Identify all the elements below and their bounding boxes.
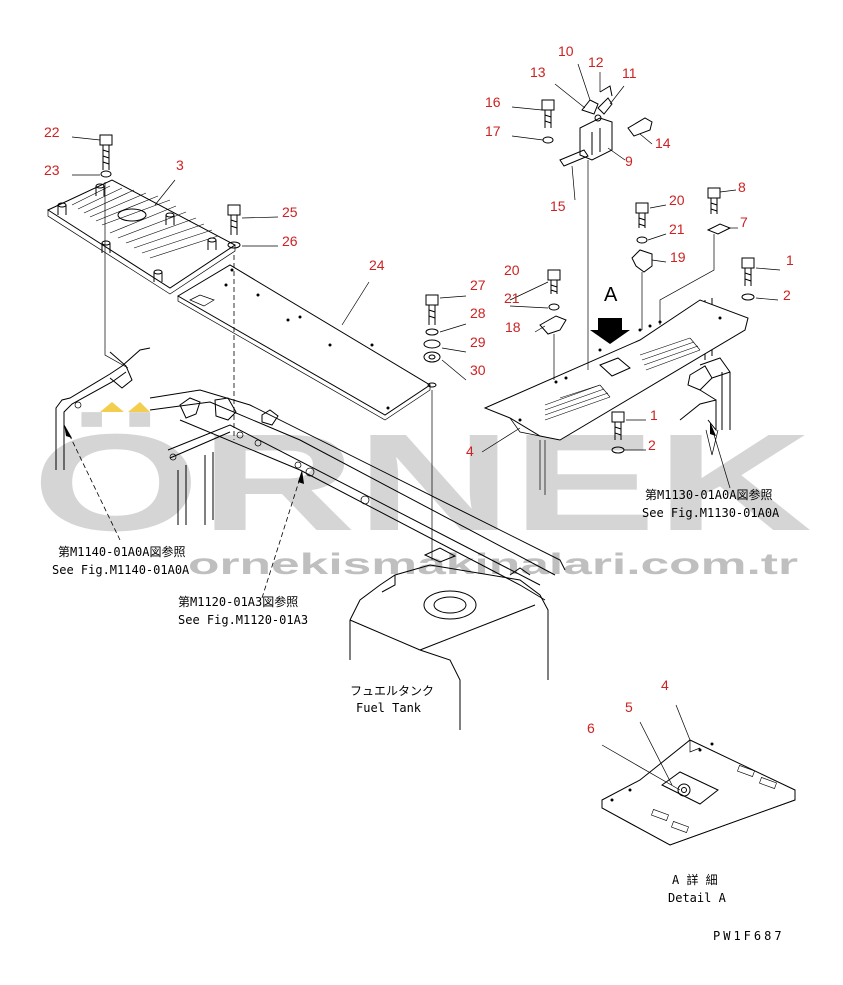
part-number-p15: 15 (550, 198, 566, 214)
part-number-p2a: 2 (783, 287, 791, 303)
part-number-p1b: 1 (650, 407, 658, 423)
ref-m1140-jp: 第M1140-01A0A図参照 (58, 544, 185, 559)
part-number-p18: 18 (505, 319, 521, 335)
ref-m1130-en: See Fig.M1130-01A0A (642, 506, 780, 520)
part-number-p22: 22 (44, 124, 60, 140)
part-number-p23: 23 (44, 162, 60, 178)
part-number-p17: 17 (485, 123, 501, 139)
part-number-p11: 11 (622, 65, 637, 81)
part-number-p8: 8 (738, 179, 746, 195)
part-number-p30: 30 (470, 362, 486, 378)
part-number-p21a: 21 (669, 221, 685, 237)
plate-24 (177, 204, 441, 560)
reference-arrows (64, 422, 731, 599)
part-number-p2b: 2 (648, 437, 656, 453)
grille-cover-4 (483, 187, 755, 495)
watermark-accent-right (128, 402, 150, 412)
part-number-p7: 7 (740, 214, 748, 230)
drawing-code: PW1F687 (713, 929, 785, 943)
watermark-accent-left (100, 402, 124, 412)
part-number-p19: 19 (670, 249, 686, 265)
part-number-p28: 28 (470, 305, 486, 321)
part-number-p24: 24 (369, 257, 385, 273)
view-a-letter: A (604, 284, 618, 306)
part-number-p6: 6 (587, 720, 595, 736)
detail-a-en: Detail A (668, 891, 727, 905)
leader-lines (71, 63, 781, 791)
grille-cover-3 (46, 134, 236, 369)
view-a-arrow (590, 318, 630, 344)
ref-m1120-jp: 第M1120-01A3図参照 (178, 594, 298, 609)
frame-structure (55, 347, 566, 601)
part-number-p3: 3 (176, 157, 184, 173)
part-number-p21b: 21 (504, 290, 520, 306)
watermark-main-text: ÖRNEK (32, 406, 812, 560)
latch-assembly (541, 85, 653, 370)
part-number-p20a: 20 (669, 192, 685, 208)
part-number-p26: 26 (282, 233, 298, 249)
part-number-p9: 9 (625, 153, 633, 169)
detail-a (601, 739, 796, 846)
fuel-tank (349, 564, 549, 730)
reference-texts: 第M1140-01A0A図参照 See Fig.M1140-01A0A 第M11… (52, 284, 785, 943)
ref-m1130-jp: 第M1130-01A0A図参照 (645, 487, 772, 502)
ref-m1120-en: See Fig.M1120-01A3 (178, 613, 308, 627)
part-number-p29: 29 (470, 334, 486, 350)
ref-m1140-en: See Fig.M1140-01A0A (52, 563, 190, 577)
part-number-p20b: 20 (504, 262, 520, 278)
part-number-p1a: 1 (786, 252, 794, 268)
part-number-p16: 16 (485, 94, 501, 110)
part-number-p10: 10 (558, 43, 574, 59)
part-number-p4a: 4 (466, 443, 474, 459)
fuel-tank-en: Fuel Tank (356, 701, 422, 715)
part-number-p5: 5 (625, 699, 633, 715)
detail-a-jp: A 詳 細 (672, 872, 718, 887)
fuel-tank-jp: フュエルタンク (350, 684, 434, 698)
part-number-p25: 25 (282, 204, 298, 220)
part-number-p4b: 4 (661, 677, 669, 693)
part-number-p27: 27 (470, 277, 486, 293)
part-number-p14: 14 (655, 135, 671, 151)
part-number-labels: 1212344567891011121314151617181920202121… (44, 43, 794, 736)
part-number-p13: 13 (530, 64, 546, 80)
part-number-p12: 12 (588, 54, 604, 70)
